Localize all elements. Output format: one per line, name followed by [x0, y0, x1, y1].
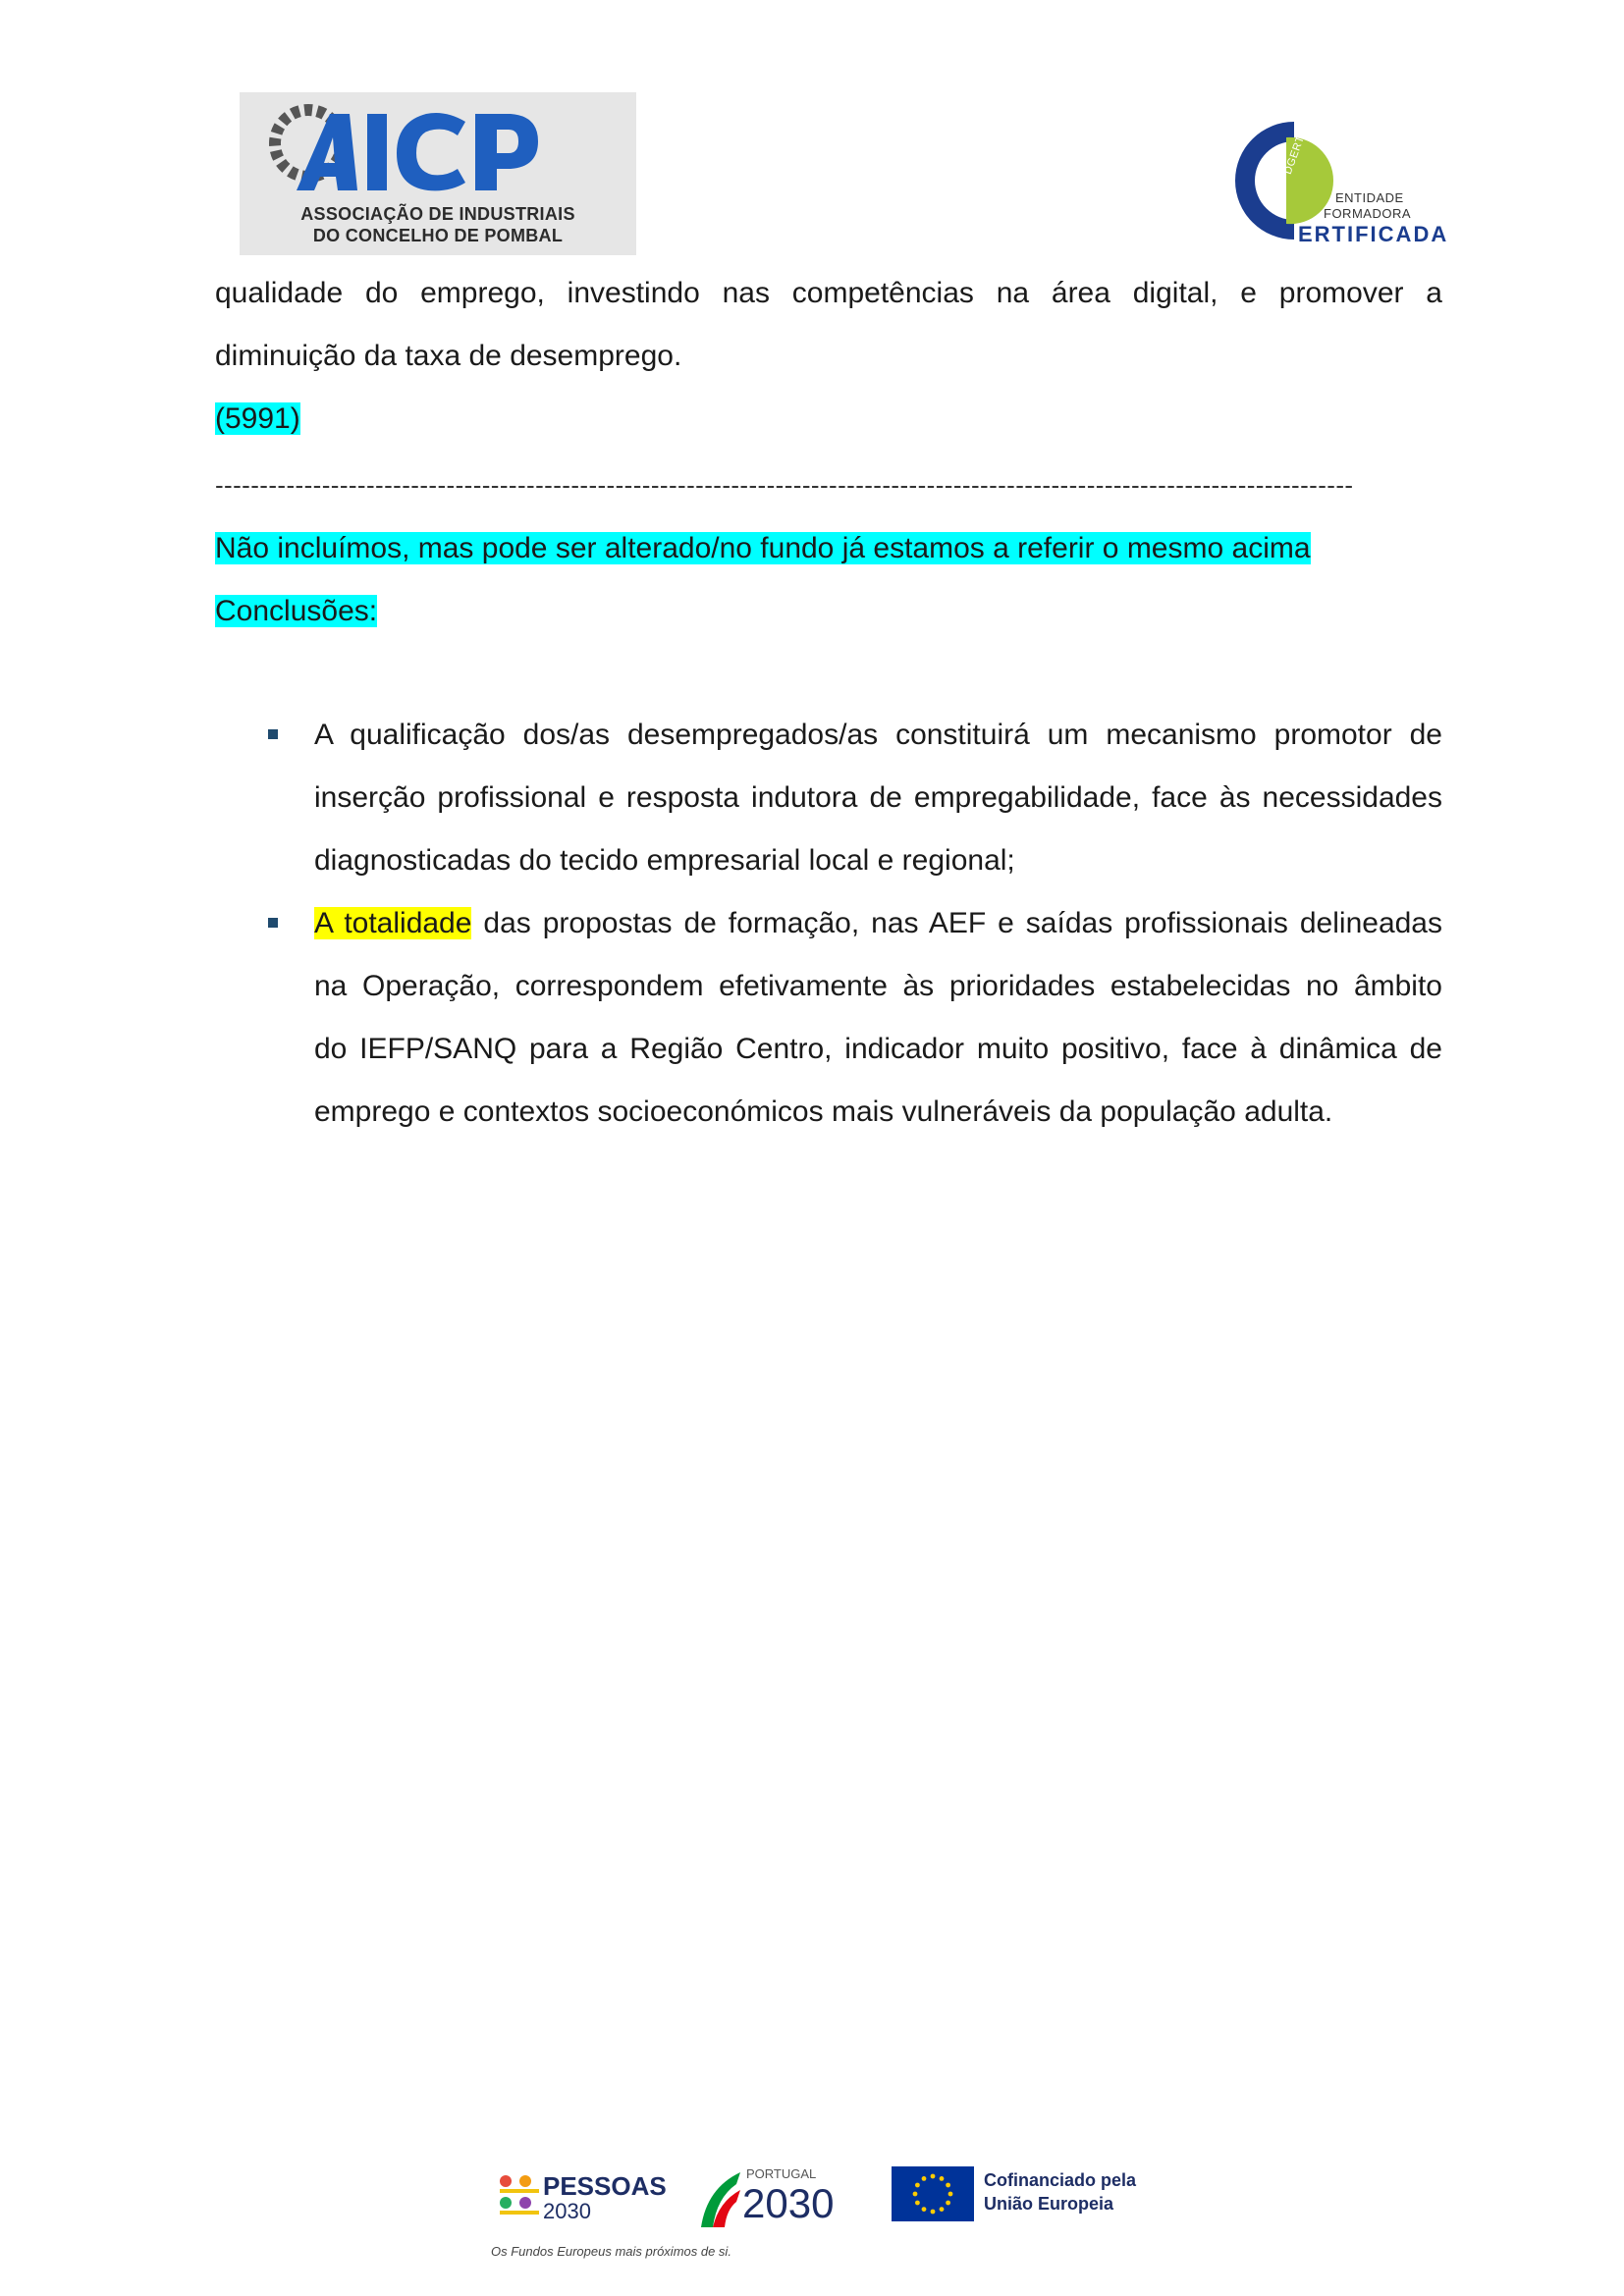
conclusions-heading-line: Conclusões: — [215, 580, 1442, 643]
paragraph-line: qualidade do emprego, investindo nas com… — [215, 277, 1442, 309]
bullet-line: inserção profissional e resposta indutor… — [314, 781, 1442, 814]
aicp-logo: ASSOCIAÇÃO DE INDUSTRIAIS DO CONCELHO DE… — [240, 92, 636, 255]
aicp-name-line1: ASSOCIAÇÃO DE INDUSTRIAIS — [300, 204, 575, 224]
dgert-line-certificada: ERTIFICADA — [1298, 222, 1449, 246]
comment-note-emphasis: no fundo já estamos a referir o mesmo ac… — [719, 532, 1311, 564]
comment-note: Não incluímos, mas pode ser alterado/no … — [215, 517, 1442, 580]
eu-cofinancing-logo: Cofinanciado pela União Europeia — [892, 2166, 1147, 2225]
portugal-label: PORTUGAL — [746, 2166, 817, 2181]
bullet-line: do IEFP/SANQ para a Região Centro, indic… — [314, 1033, 1442, 1065]
pessoas-year: 2030 — [543, 2199, 591, 2223]
reference-code-line: (5991) — [215, 388, 1442, 451]
pessoas-figures-icon — [500, 2175, 539, 2215]
dashed-separator: ----------------------------------------… — [215, 470, 1354, 500]
bullet-line-rest: das propostas de formação, nas AEF e saí… — [471, 907, 1442, 939]
aicp-name-line2: DO CONCELHO DE POMBAL — [312, 226, 564, 245]
bullet-line: emprego e contextos socioeconómicos mais… — [314, 1095, 1333, 1128]
dgert-line-formadora: FORMADORA — [1324, 206, 1411, 221]
dgert-emblem-icon — [1235, 122, 1334, 240]
portugal-year: 2030 — [742, 2180, 835, 2226]
highlighted-phrase: A totalidade — [314, 907, 472, 939]
footer-tagline: Os Fundos Europeus mais próximos de si. — [491, 2244, 731, 2259]
bullet-line: na Operação, correspondem efetivamente à… — [314, 970, 1442, 1002]
eu-flag-icon — [892, 2166, 974, 2221]
reference-code: (5991) — [215, 402, 300, 435]
dgert-line-entidade: ENTIDADE — [1335, 190, 1404, 205]
square-bullet-icon — [268, 729, 278, 739]
aicp-wordmark-icon — [269, 104, 538, 191]
bullet-line: diagnosticadas do tecido empresarial loc… — [314, 844, 1015, 877]
bullet-line: A qualificação dos/as desempregados/as c… — [314, 719, 1442, 751]
comment-note-plain: Não incluímos, mas pode ser alterado/ — [215, 532, 720, 564]
portugal-flag-swoosh-icon — [701, 2172, 740, 2227]
dgert-certified-logo: ENTIDADE FORMADORA ERTIFICADA DGERT — [1225, 110, 1446, 247]
eu-line2: União Europeia — [984, 2194, 1114, 2214]
paragraph-line: diminuição da taxa de desemprego. — [215, 340, 682, 372]
pessoas-2030-logo: PESSOAS 2030 — [494, 2169, 667, 2228]
portugal-2030-logo: PORTUGAL 2030 — [697, 2164, 844, 2233]
pessoas-label: PESSOAS — [543, 2171, 667, 2201]
eu-line1: Cofinanciado pela — [984, 2170, 1137, 2190]
conclusions-heading: Conclusões: — [215, 595, 378, 627]
bullet-line: A totalidade das propostas de formação, … — [314, 892, 1442, 955]
square-bullet-icon — [268, 918, 278, 928]
